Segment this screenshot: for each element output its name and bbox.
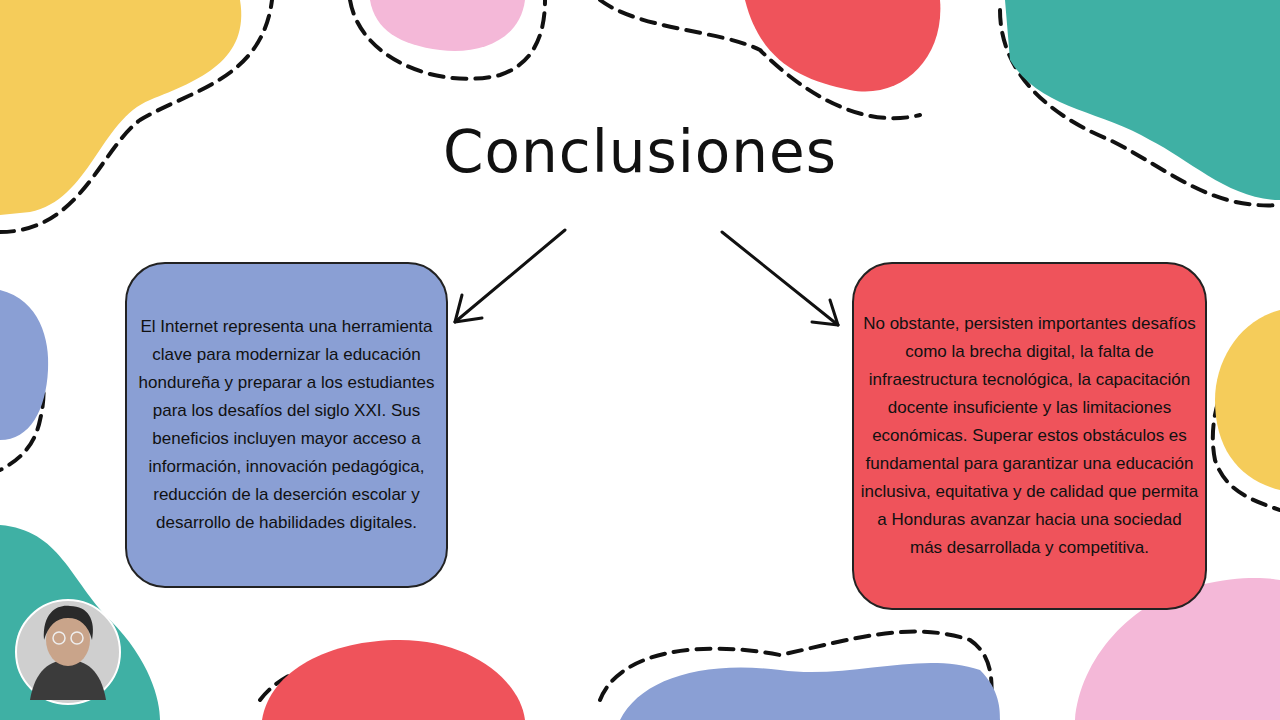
text-box: El Internet representa una herramienta c… <box>125 262 448 588</box>
color-blob <box>745 0 940 92</box>
arrow-head <box>812 300 838 325</box>
color-blob <box>1215 310 1280 490</box>
box-text: El Internet representa una herramienta c… <box>133 313 440 537</box>
text-box: No obstante, persisten importantes desaf… <box>852 262 1207 610</box>
arrow-line <box>722 232 838 325</box>
slide-title: Conclusiones <box>340 118 940 186</box>
webcam-glasses <box>71 632 83 644</box>
title-arrows <box>455 230 838 325</box>
webcam-glasses <box>53 632 65 644</box>
webcam-hair <box>44 606 93 640</box>
arrow-head <box>455 295 482 322</box>
dashed-outline <box>350 0 545 79</box>
color-blob <box>370 0 525 51</box>
color-blob <box>620 663 1000 720</box>
color-blob <box>262 640 525 720</box>
box-text: No obstante, persisten importantes desaf… <box>860 310 1199 562</box>
webcam-overlay <box>16 600 120 704</box>
webcam-frame <box>16 600 120 704</box>
color-blob <box>0 0 241 215</box>
dashed-outline <box>0 0 272 232</box>
arrow-line <box>455 230 565 322</box>
color-blob <box>0 290 48 440</box>
color-blob <box>1005 0 1280 200</box>
